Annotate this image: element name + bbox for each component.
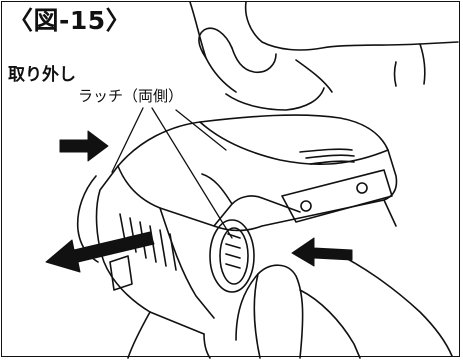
- lower-hands-drawing: [76, 175, 453, 359]
- latch-callout-leaders: [111, 107, 233, 239]
- pull-out-arrow: [45, 231, 155, 273]
- procedure-heading: 取り外し: [8, 65, 76, 85]
- top-hand-drawing: [189, 1, 459, 111]
- right-push-arrow: [291, 237, 353, 267]
- upper-left-push-arrow: [59, 130, 109, 162]
- direction-arrows: [45, 130, 353, 273]
- latch-callout-label: ラッチ（両側）: [76, 86, 186, 106]
- figure-number: 〈図-15〉: [8, 4, 136, 38]
- device-body-drawing: [95, 114, 398, 335]
